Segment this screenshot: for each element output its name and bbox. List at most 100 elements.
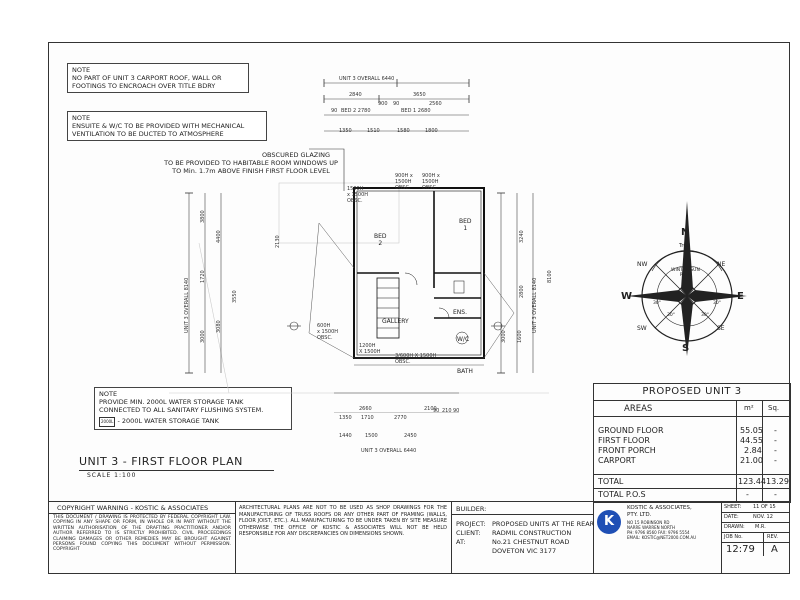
note-glazing: OBSCURED GLAZING TO BE PROVIDED TO HABIT… [121,151,381,175]
copyright-heading: COPYRIGHT WARNING - KOSTIC & ASSOCIATES [57,504,209,512]
dim-top: 90 [331,108,338,114]
dim-right: 2800 [519,285,525,298]
dim-top: 900 [378,101,388,107]
areas-table: PROPOSED UNIT 3 AREAS m² Sq. GROUND FLOO… [593,383,791,503]
sheet-label: SHEET: [724,504,742,510]
window-label: 600H x 1500H OBSC. [317,323,339,341]
note-heading: NOTE [99,390,118,398]
area-pos-label: TOTAL P.O.S [598,490,646,499]
note-line: ENSUITE & W/C TO BE PROVIDED WITH MECHAN… [72,122,245,130]
builder-label: BUILDER: [456,505,487,513]
firm-address: NARRE WARREN NORTH [627,525,675,530]
at-value: DOVETON VIC 3177 [492,547,557,555]
dim-top: 2840 [349,92,362,98]
compass-angle: 30° [713,301,721,306]
jobno-value: 12:79 [726,544,755,555]
plan-scale: SCALE 1:100 [87,472,137,479]
area-row-m2: 21.00 [740,456,763,465]
dim-bottom: 1500 [365,433,378,439]
area-row-m2: 44.55 [740,436,763,445]
dim-bottom: 1440 [339,433,352,439]
dim-top: 3650 [413,92,426,98]
dim-left: 3800 [200,210,206,223]
dim-right: 3240 [519,230,525,243]
dim-right: 1600 [517,330,523,343]
dim-bottom: 2770 [394,415,407,421]
note-line: TO Min. 1.7m ABOVE FINISH FIRST FLOOR LE… [172,167,330,175]
compass-sw: SW [637,325,647,332]
compass-s: S [682,343,690,354]
area-row-m2: 55.05 [740,426,763,435]
dim-top: 90 [393,101,400,107]
firm-pty: PTY. LTD. [627,512,652,518]
window-label: 900H x 1500H OBSC. [395,173,413,191]
area-total-sq: 13.29 [766,477,789,486]
compass-angle: 30° [653,301,661,306]
sheet-value: 11 OF 15 [753,504,776,510]
rev-value: A [771,544,778,555]
firm-logo: K [597,510,621,534]
copyright-text: THIS DOCUMENT / DRAWING IS PROTECTED BY … [53,515,231,553]
disclaimer-text: ARCHITECTURAL PLANS ARE NOT TO BE USED A… [239,505,447,538]
note-line: CONNECTED TO ALL SANITARY FLUSHING SYSTE… [99,406,264,414]
area-row-label: FRONT PORCH [598,446,656,455]
dim-bottom: 1350 [339,415,352,421]
project-label: PROJECT: [456,520,486,528]
dim-bottom: 2450 [404,433,417,439]
dim-left: 1720 [200,270,206,283]
dim-left-overall: UNIT 3 OVERALL 8140 [184,277,190,333]
dim-bottom: 2660 [359,406,372,412]
area-row-sq: - [774,446,777,455]
compass-ne: NE [717,261,726,268]
plan-title: UNIT 3 - FIRST FLOOR PLAN [79,455,274,471]
note-line: TO BE PROVIDED TO HABITABLE ROOM WINDOWS… [164,159,338,167]
dim-bottom-overall: UNIT 3 OVERALL 6440 [361,448,417,454]
dim-top-label: BED 2 2780 [341,108,371,114]
client-label: CLIENT: [456,529,481,537]
areas-col-label: AREAS [624,404,653,414]
areas-header: PROPOSED UNIT 3 [642,386,742,397]
rev-label: REV. [767,534,778,540]
dim-top: 1580 [397,128,410,134]
first-floor-plan [169,79,549,413]
dim-top: 1800 [425,128,438,134]
firm-address: PH: 9796 8560 FAX: 9796 5554 [627,530,690,535]
dim-bottom: 1710 [361,415,374,421]
areas-col-m2: m² [744,404,754,412]
room-bed1: BED 1 [459,218,472,232]
note-line: OBSCURED GLAZING [261,151,331,159]
dim-bottom: 90 [453,408,460,414]
window-label: 1500H x 1500H OBSC. [347,186,369,204]
dim-right-overall: UNIT 3 OVERALL 8140 [532,277,538,333]
compass-angle: 30° [667,313,675,318]
note-heading: NOTE [72,66,91,74]
compass-angle: 30° [701,313,709,318]
area-total-m2: 123.44 [738,477,766,486]
dim-top-overall: UNIT 3 OVERALL 6440 [339,76,395,82]
room-gallery: GALLERY [382,318,409,325]
client-value: RADMIL CONSTRUCTION [492,529,572,537]
compass-w: W [621,291,633,302]
dim-left: 2130 [275,235,281,248]
area-row-label: GROUND FLOOR [598,426,664,435]
note-ensuite: NOTE ENSUITE & W/C TO BE PROVIDED WITH M… [67,111,267,141]
note-line: PROVIDE Min. 2000L WATER STORAGE TANK [99,398,244,406]
tank-legend-text: - 2000L WATER STORAGE TANK [117,417,219,425]
dim-left: 3550 [232,290,238,303]
areas-col-sq: Sq. [768,404,780,412]
dim-right: 8100 [547,270,553,283]
room-ens: ENS. [453,309,467,316]
firm-address: No 15 ROBINSON RD [627,520,670,525]
compass-sun-path: WINTER SUN PATH [671,268,700,278]
dim-bottom: 210 [442,408,452,414]
drawn-label: DRAWN: [724,524,745,530]
area-row-label: CARPORT [598,456,636,465]
note-heading: NOTE [72,114,91,122]
area-row-sq: - [774,436,777,445]
dim-top: 2560 [429,101,442,107]
room-wc: W/C [457,336,470,343]
drawn-value: M.R. [755,524,766,530]
area-row-sq: - [774,426,777,435]
dim-top-label: BED 1 2680 [401,108,431,114]
jobno-label: JOB No. [724,534,743,540]
